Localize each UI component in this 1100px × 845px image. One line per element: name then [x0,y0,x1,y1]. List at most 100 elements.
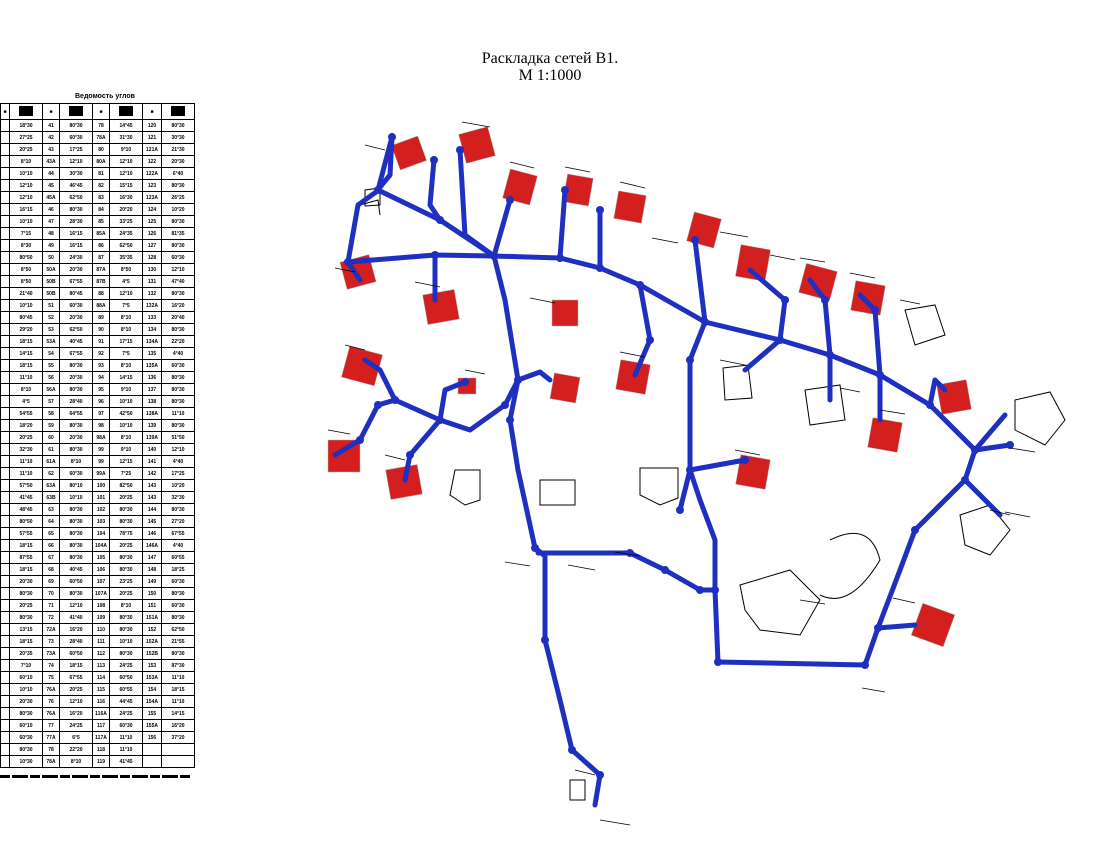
table-cell: 24°25 [109,659,143,672]
table-cell [0,323,10,336]
table-cell: 96 [92,395,110,408]
table-cell: 16°15 [59,227,93,240]
well-marker [714,658,722,666]
table-cell: 8°50 [9,275,43,288]
table-cell [0,311,10,324]
table-cell: 80°30 [109,611,143,624]
well-marker [461,378,469,386]
table-cell: 75 [42,671,60,684]
table-cell: 62°50 [161,623,195,636]
table-cell: 32°30 [9,443,43,456]
table-cell: 20°30 [9,695,43,708]
table-cell: 62°50 [59,191,93,204]
water-pipes [332,134,1013,808]
table-cell: 11°10 [161,671,195,684]
table-cell: 80°30 [59,587,93,600]
table-cell: 53A [42,335,60,348]
well-marker [686,356,694,364]
table-cell: 18°15 [161,683,195,696]
table-cell: 67°55 [59,347,93,360]
table-cell [0,119,10,132]
table-cell: 27°20 [161,515,195,528]
table-cell: 80°30 [9,707,43,720]
table-cell: 111 [92,635,110,648]
label-leader [364,144,386,151]
table-cell: 78A [42,755,60,768]
table-cell: 82 [92,179,110,192]
pipe-segment [742,337,783,373]
table-cell: 20°30 [59,371,93,384]
well-marker [514,376,522,384]
well-marker [568,746,576,754]
table-cell [0,539,10,552]
table-cell: 43A [42,155,60,168]
table-cell: 18°15 [9,335,43,348]
table-cell [0,347,10,360]
table-cell: 11°10 [9,455,43,468]
table-cell: 20°35 [9,647,43,660]
label-leader [619,181,646,189]
table-cell [0,239,10,252]
well-marker [1006,441,1014,449]
label-leader [861,687,886,693]
table-cell: 24°30 [59,251,93,264]
table-cell: 53 [42,323,60,336]
table-cell [0,647,10,660]
table-cell: 20°25 [109,491,143,504]
table-cell: 80°30 [161,179,195,192]
table-cell: 80°30 [59,419,93,432]
table-cell: 130 [142,263,162,276]
table-cell: 18°15 [9,539,43,552]
table-cell: 132A [142,299,162,312]
table-cell: 80A [92,155,110,168]
table-cell: 134 [142,323,162,336]
table-cell: 67°55 [161,527,195,540]
well-marker [374,186,382,194]
well-marker [874,624,882,632]
table-cell: 80°30 [109,551,143,564]
table-cell: 151A [142,611,162,624]
table-cell: 40°45 [59,563,93,576]
table-cell: 80°30 [59,359,93,372]
table-cell: 80°45 [59,287,93,300]
label-leader [327,429,351,435]
table-cell: 7°10 [9,659,43,672]
table-cell: 6°40 [161,167,195,180]
table-cell: 63 [42,503,60,516]
table-cell: 141 [142,455,162,468]
table-cell: 135 [142,347,162,360]
table-cell: 87A [92,263,110,276]
drawing-scale: М 1:1000 [518,67,582,84]
table-cell: 152B [142,647,162,660]
drawing-title: Раскладка сетей В1. М 1:1000 [440,50,660,84]
table-cell: 136 [142,371,162,384]
table-cell: 4°40 [161,347,195,360]
table-cell: 134A [142,335,162,348]
table-cell: 99A [92,467,110,480]
table-cell: 105 [92,551,110,564]
label-leader [574,769,596,776]
table-cell: 8°10 [109,311,143,324]
table-cell: 12°10 [9,191,43,204]
label-leader [1009,447,1036,453]
table-cell: 7°25 [109,467,143,480]
well-marker [436,216,444,224]
label-leader [334,267,356,273]
table-cell: 112 [92,647,110,660]
table-cell [0,635,10,648]
table-cell: 146A [142,539,162,552]
table-cell: 80°30 [109,623,143,636]
table-cell: 155A [142,719,162,732]
header-cell [161,103,195,120]
well-marker [686,466,694,474]
table-cell: 14°45 [109,119,143,132]
table-cell: 4°5 [9,395,43,408]
table-cell [0,707,10,720]
